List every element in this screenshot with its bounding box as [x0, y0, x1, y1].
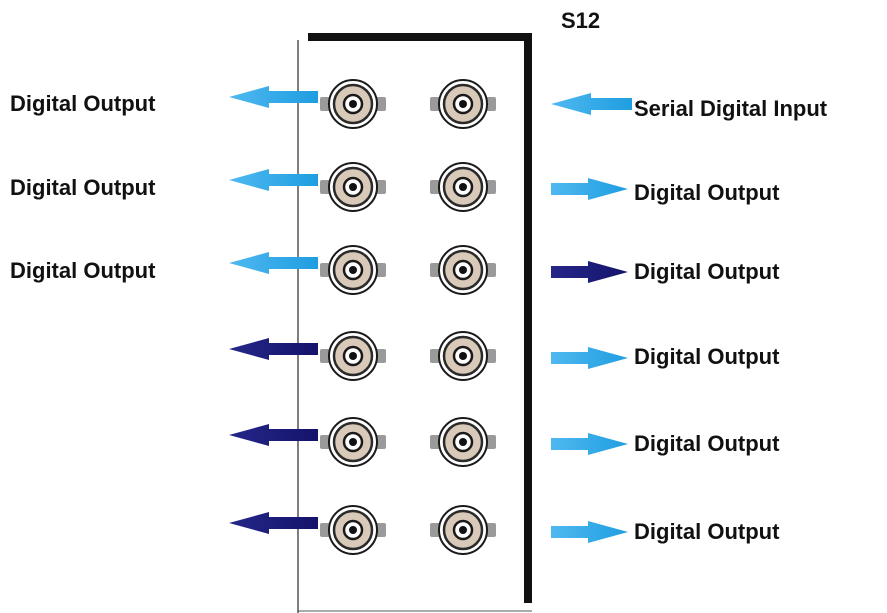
right-output-arrow-icon: [551, 178, 628, 200]
bnc-connector-icon: [430, 505, 496, 555]
right-output-arrow-icon: [551, 347, 628, 369]
left-row-3-label: Digital Output: [10, 258, 156, 283]
left-arrow-icon: [229, 169, 318, 191]
right-row-3-label: Digital Output: [634, 259, 780, 284]
bnc-connector-icon: [430, 417, 496, 467]
right-row-1-label: Serial Digital Input: [634, 96, 828, 121]
bnc-connector-icon: [320, 245, 386, 295]
left-arrow-icon: [229, 424, 318, 446]
left-row-1-label: Digital Output: [10, 91, 156, 116]
right-output-arrow-icon: [551, 521, 628, 543]
bnc-connector-icon: [430, 245, 496, 295]
left-arrow-icon: [229, 86, 318, 108]
panel-shadow-edge: [308, 33, 532, 603]
left-arrow-icon: [229, 338, 318, 360]
bnc-connector-icon: [320, 417, 386, 467]
bnc-connectors: [320, 79, 496, 555]
bnc-connector-icon: [320, 162, 386, 212]
right-row-4-label: Digital Output: [634, 344, 780, 369]
right-input-arrow-icon: [551, 93, 632, 115]
signal-arrows: [229, 86, 632, 543]
bnc-connector-icon: [320, 79, 386, 129]
bnc-connector-icon: [320, 331, 386, 381]
bnc-connector-icon: [430, 331, 496, 381]
left-row-2-label: Digital Output: [10, 175, 156, 200]
panel-label: S12: [561, 8, 601, 33]
left-arrow-icon: [229, 512, 318, 534]
bnc-connector-icon: [320, 505, 386, 555]
right-output-arrow-icon: [551, 261, 628, 283]
left-arrow-icon: [229, 252, 318, 274]
right-output-arrow-icon: [551, 433, 628, 455]
bnc-connector-icon: [430, 79, 496, 129]
right-row-2-label: Digital Output: [634, 180, 780, 205]
bnc-connector-icon: [430, 162, 496, 212]
right-row-5-label: Digital Output: [634, 431, 780, 456]
right-row-6-label: Digital Output: [634, 519, 780, 544]
